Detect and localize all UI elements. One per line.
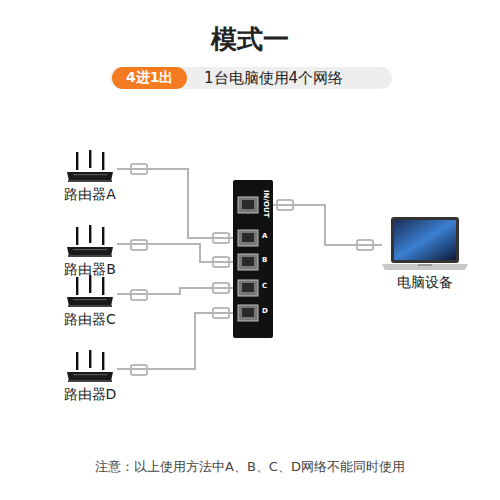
router-node: 路由器B <box>45 225 135 279</box>
mode-pill: 4进1出 <box>112 67 187 89</box>
router-node: 路由器D <box>45 350 135 404</box>
port-letter: A <box>262 233 267 240</box>
router-icon <box>45 150 135 184</box>
port-letter: C <box>262 283 267 290</box>
port-letter: B <box>262 257 267 264</box>
computer-node: 电脑设备 <box>375 216 475 292</box>
cable-plugs <box>131 164 373 375</box>
cable <box>273 205 382 245</box>
laptop-icon <box>375 216 475 272</box>
note: 注意：以上使用方法中A、B、C、D网络不能同时使用 <box>0 458 500 476</box>
port-letter: D <box>262 308 268 315</box>
cable <box>117 313 233 369</box>
switch-box: IN/OUT A B C D <box>233 180 273 338</box>
pill-text: 4进1出 <box>126 69 173 87</box>
subtitle: 1台电脑使用4个网络 <box>204 69 343 88</box>
title: 模式一 <box>0 22 500 57</box>
port-label-inout: IN/OUT <box>262 190 269 217</box>
router-node: 路由器C <box>45 275 135 329</box>
device-label: 路由器C <box>45 311 135 329</box>
device-label: 电脑设备 <box>375 274 475 292</box>
subtitle-bar <box>110 67 392 89</box>
router-icon <box>45 275 135 309</box>
router-icon <box>45 350 135 384</box>
cable <box>117 169 233 238</box>
device-label: 路由器D <box>45 386 135 404</box>
router-node: 路由器A <box>45 150 135 204</box>
router-icon <box>45 225 135 259</box>
cable <box>117 244 233 262</box>
cable <box>117 288 233 294</box>
device-label: 路由器A <box>45 186 135 204</box>
